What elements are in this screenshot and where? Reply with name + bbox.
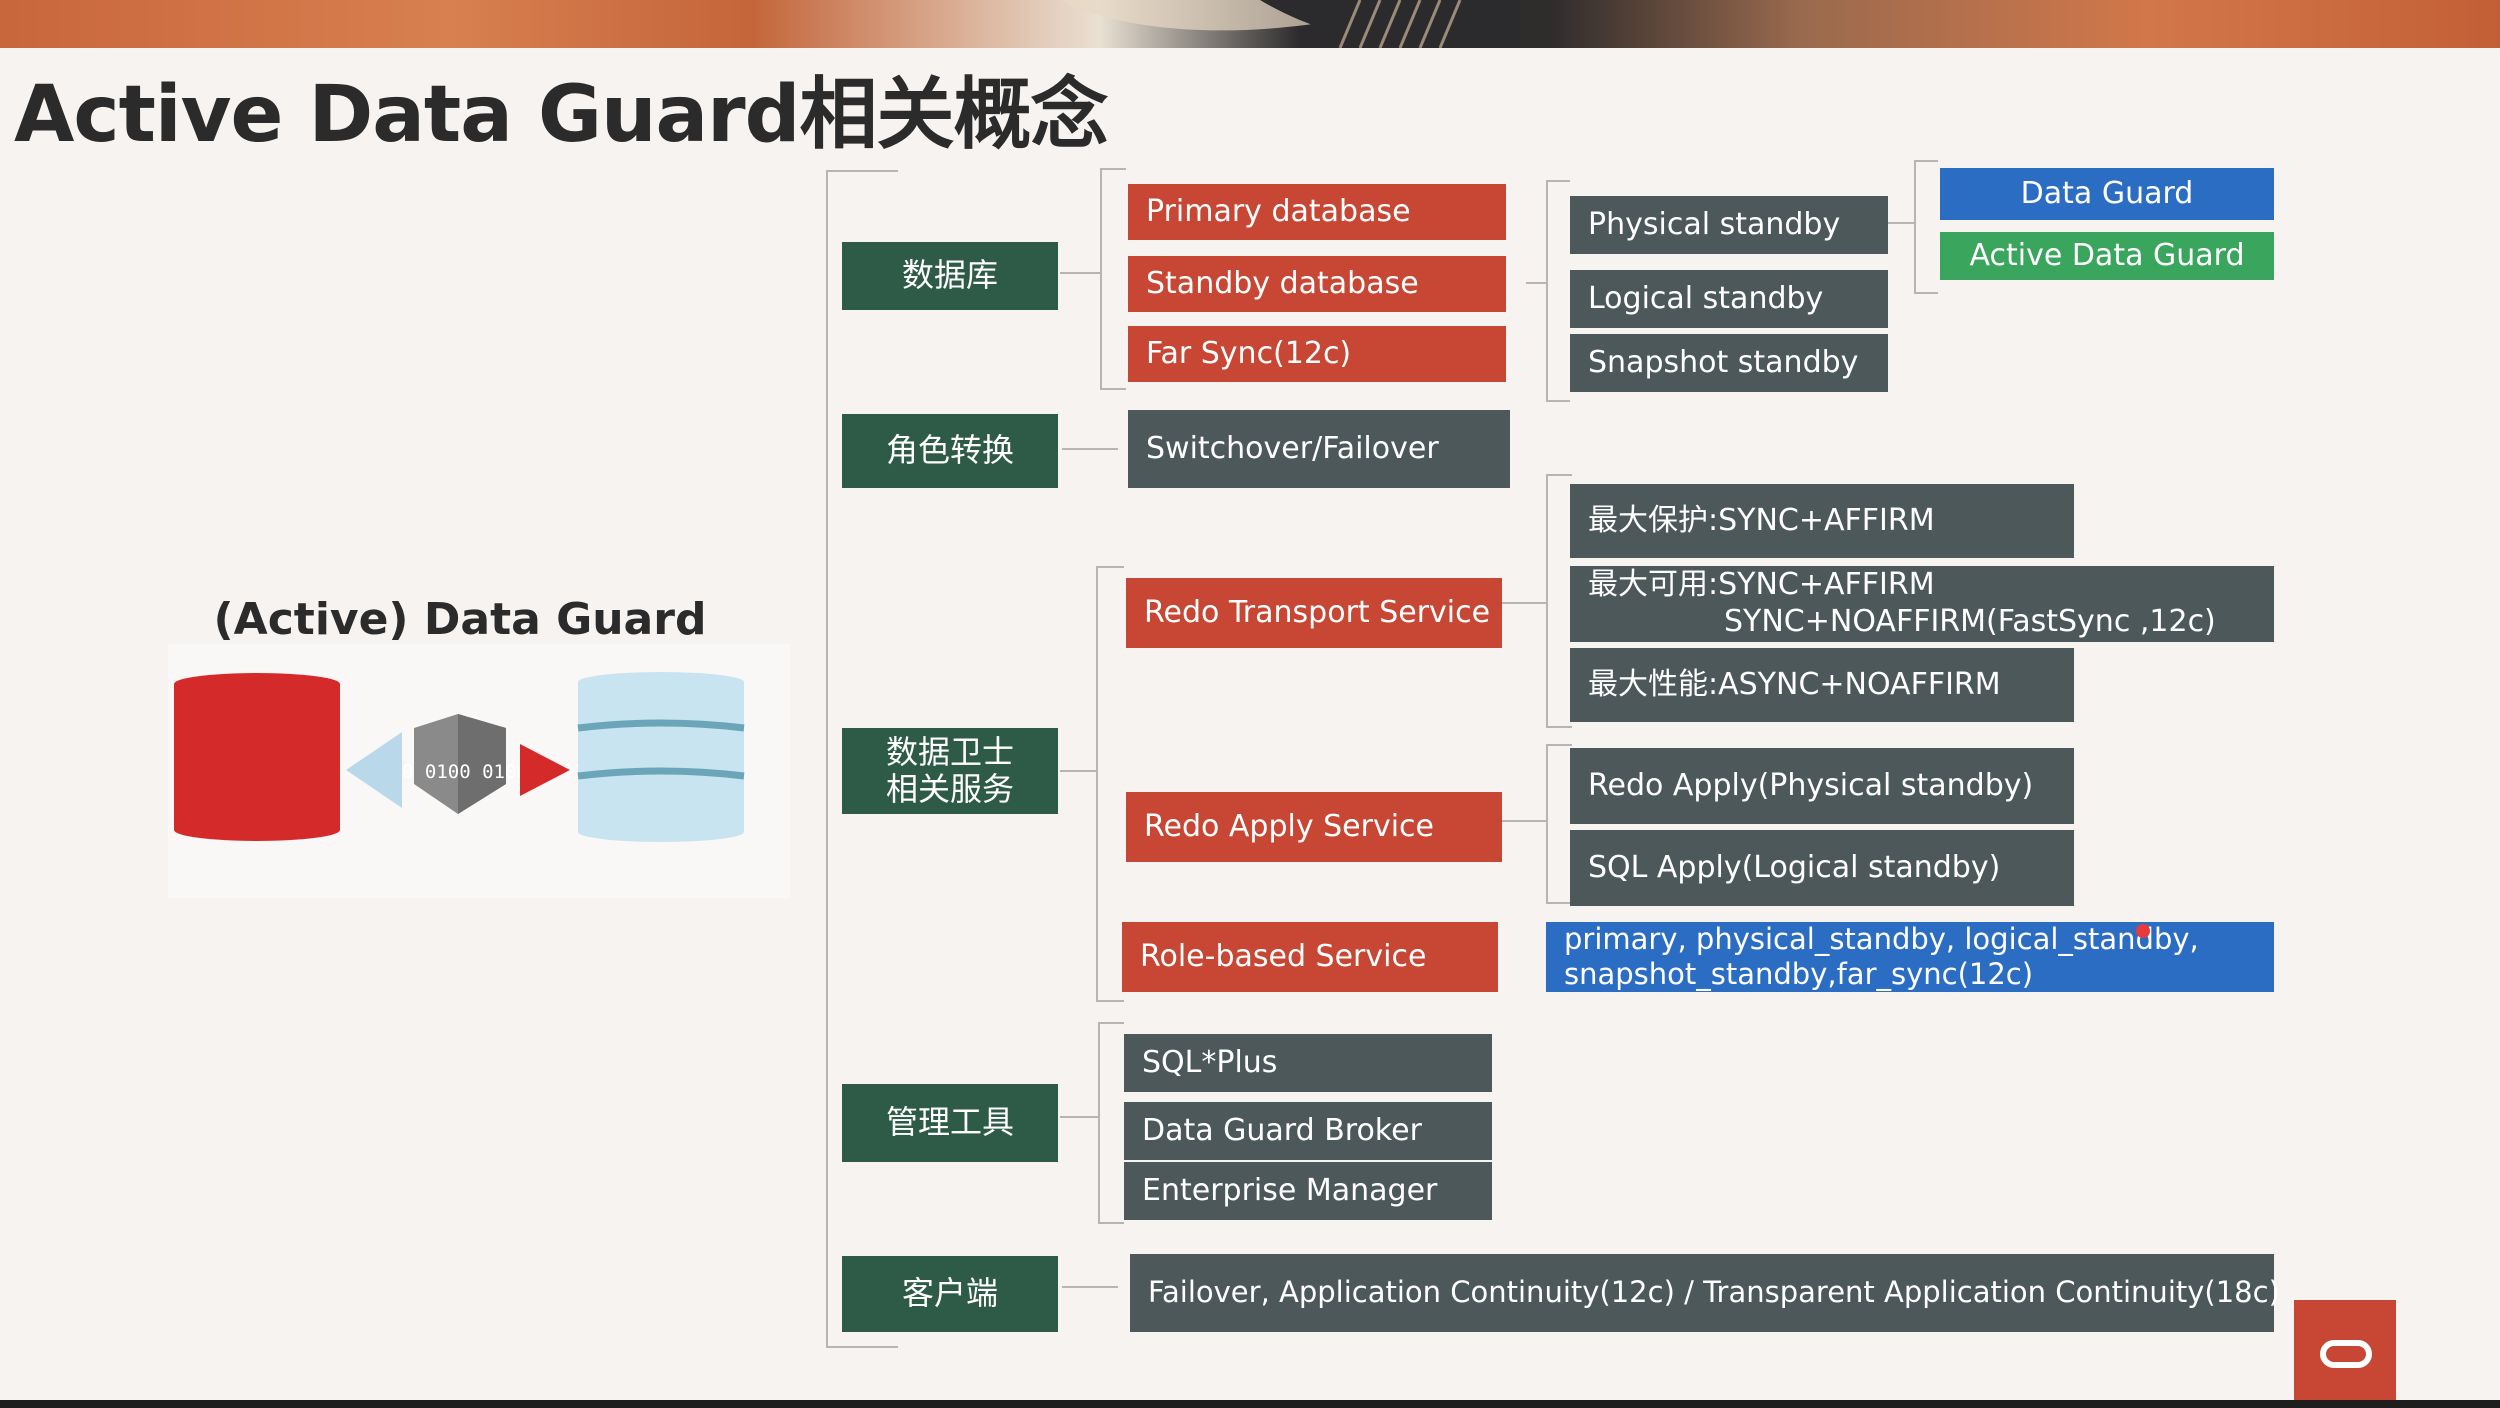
bracket-products-bottom — [1914, 292, 1938, 294]
oracle-logo-icon — [2294, 1300, 2396, 1404]
standby-type-physical: Physical standby — [1570, 196, 1888, 254]
bracket-db-types-top — [1100, 168, 1126, 170]
category-services-line2: 相关服务 — [885, 770, 1014, 808]
bracket-products-top — [1914, 160, 1938, 162]
role-values: primary, physical_standby, logical_stand… — [1546, 922, 2274, 992]
page-title: Active Data Guard相关概念 — [14, 70, 1108, 160]
role-values-line1: primary, physical_standby, logical_stand… — [1564, 921, 2199, 956]
primary-database-icon — [174, 673, 340, 841]
category-tools: 管理工具 — [842, 1084, 1058, 1162]
standby-type-logical: Logical standby — [1570, 270, 1888, 328]
connector-role-transition — [1062, 448, 1118, 450]
connector-apply — [1502, 820, 1546, 822]
db-type-primary: Primary database — [1128, 184, 1506, 240]
category-services: 数据卫士 相关服务 — [842, 728, 1058, 814]
stream-right-arrow — [520, 744, 570, 796]
mode-max-protection: 最大保护:SYNC+AFFIRM — [1570, 484, 2074, 558]
bracket-services — [1096, 566, 1098, 1002]
mode-max-availability: 最大可用:SYNC+AFFIRM SYNC+NOAFFIRM(FastSync … — [1570, 566, 2274, 642]
bracket-tools-top — [1098, 1022, 1124, 1024]
bracket-standby-types — [1546, 180, 1548, 402]
bracket-services-bottom — [1096, 1000, 1124, 1002]
standby-database-icon — [577, 672, 745, 842]
product-active-data-guard: Active Data Guard — [1940, 232, 2274, 280]
stream-bits: 0 0100 0100 0 111 — [402, 761, 596, 783]
bracket-db-types-bottom — [1100, 388, 1126, 390]
bracket-products — [1914, 160, 1916, 294]
bracket-db-types — [1100, 168, 1102, 390]
main-bracket-vertical — [826, 170, 828, 1348]
connector-transport — [1502, 602, 1546, 604]
category-database: 数据库 — [842, 242, 1058, 310]
connector-db — [1060, 272, 1102, 274]
product-data-guard: Data Guard — [1940, 168, 2274, 220]
bracket-tools-bottom — [1098, 1222, 1124, 1224]
data-guard-illustration: 0 0100 0100 0 111 — [174, 672, 745, 842]
category-role-transition: 角色转换 — [842, 414, 1058, 488]
bracket-services-top — [1096, 566, 1124, 568]
main-bracket-bottom — [826, 1346, 898, 1348]
role-values-line2: snapshot_standby,far_sync(12c) — [1564, 957, 2034, 991]
service-redo-apply: Redo Apply Service — [1126, 792, 1502, 862]
bracket-apply — [1546, 744, 1548, 904]
pointer-dot — [2136, 924, 2150, 938]
client-item: Failover, Application Continuity(12c) / … — [1130, 1254, 2280, 1332]
tool-sqlplus: SQL*Plus — [1124, 1034, 1492, 1092]
bracket-standby-types-top — [1546, 180, 1570, 182]
bracket-tools — [1098, 1022, 1100, 1224]
tool-data-guard-broker: Data Guard Broker — [1124, 1102, 1492, 1160]
illustration-title: (Active) Data Guard — [213, 594, 707, 645]
role-transition-item: Switchover/Failover — [1128, 410, 1510, 488]
category-services-line1: 数据卫士 — [885, 733, 1014, 772]
connector-services — [1060, 770, 1098, 772]
bracket-apply-top — [1546, 744, 1572, 746]
bracket-apply-bottom — [1546, 902, 1572, 904]
bracket-modes-bottom — [1546, 726, 1572, 728]
mode-max-performance: 最大性能:ASYNC+NOAFFIRM — [1570, 648, 2074, 722]
standby-type-snapshot: Snapshot standby — [1570, 334, 1888, 392]
mode-max-availability-line1: 最大可用:SYNC+AFFIRM — [1588, 567, 1935, 603]
shield-icon — [414, 714, 506, 814]
apply-sql-logical: SQL Apply(Logical standby) — [1570, 830, 2074, 906]
bracket-modes — [1546, 474, 1548, 728]
bottom-bar — [0, 1400, 2500, 1408]
bracket-modes-top — [1546, 474, 1572, 476]
stream-left-arrow — [346, 732, 402, 808]
connector-tools — [1060, 1116, 1100, 1118]
apply-redo-physical: Redo Apply(Physical standby) — [1570, 748, 2074, 824]
main-bracket-top — [826, 170, 898, 172]
mode-max-availability-line2: SYNC+NOAFFIRM(FastSync ,12c) — [1724, 604, 2216, 639]
service-redo-transport: Redo Transport Service — [1126, 578, 1502, 648]
db-type-far-sync: Far Sync(12c) — [1128, 326, 1506, 382]
service-role-based: Role-based Service — [1122, 922, 1498, 992]
tool-enterprise-manager: Enterprise Manager — [1124, 1162, 1492, 1220]
connector-products — [1888, 222, 1916, 224]
db-type-standby: Standby database — [1128, 256, 1506, 312]
connector-client — [1062, 1286, 1118, 1288]
connector-standby — [1526, 282, 1548, 284]
oracle-ring — [2320, 1340, 2372, 1368]
banner-pattern — [1060, 0, 1520, 48]
bracket-standby-types-bottom — [1546, 400, 1570, 402]
category-client: 客户端 — [842, 1256, 1058, 1332]
